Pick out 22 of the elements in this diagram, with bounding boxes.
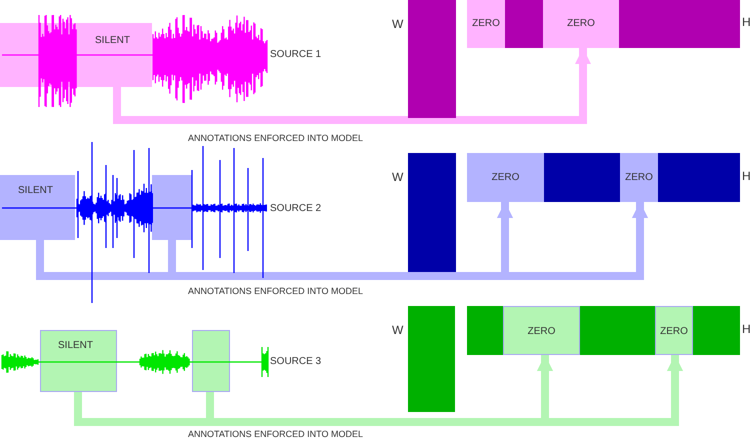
silent-region-box bbox=[152, 175, 192, 240]
source-label: SOURCE 1 bbox=[270, 49, 322, 61]
source-label: SOURCE 2 bbox=[270, 203, 322, 215]
zero-segment: ZERO bbox=[467, 0, 505, 48]
annotation-caption: ANNOTATIONS ENFORCED INTO MODEL bbox=[188, 428, 364, 440]
annotation-caption: ANNOTATIONS ENFORCED INTO MODEL bbox=[188, 285, 364, 297]
matrix-label: H bbox=[742, 16, 750, 28]
zero-segment: ZERO bbox=[503, 306, 580, 355]
matrix-label: H bbox=[742, 322, 750, 334]
matrix-label: W bbox=[392, 324, 404, 336]
silent-region-box bbox=[192, 330, 230, 392]
matrix-label: W bbox=[392, 18, 404, 30]
silent-region-box: SILENT bbox=[0, 175, 75, 240]
zero-segment: ZERO bbox=[543, 0, 619, 48]
annotation-caption: ANNOTATIONS ENFORCED INTO MODEL bbox=[188, 132, 364, 144]
matrix-label: W bbox=[392, 171, 404, 183]
matrix-label: H bbox=[742, 170, 750, 182]
zero-segment: ZERO bbox=[655, 306, 693, 355]
source-label: SOURCE 3 bbox=[270, 356, 322, 368]
zero-segment: ZERO bbox=[620, 153, 658, 202]
silent-region-box: SILENT bbox=[40, 330, 117, 392]
zero-segment: ZERO bbox=[467, 153, 544, 202]
